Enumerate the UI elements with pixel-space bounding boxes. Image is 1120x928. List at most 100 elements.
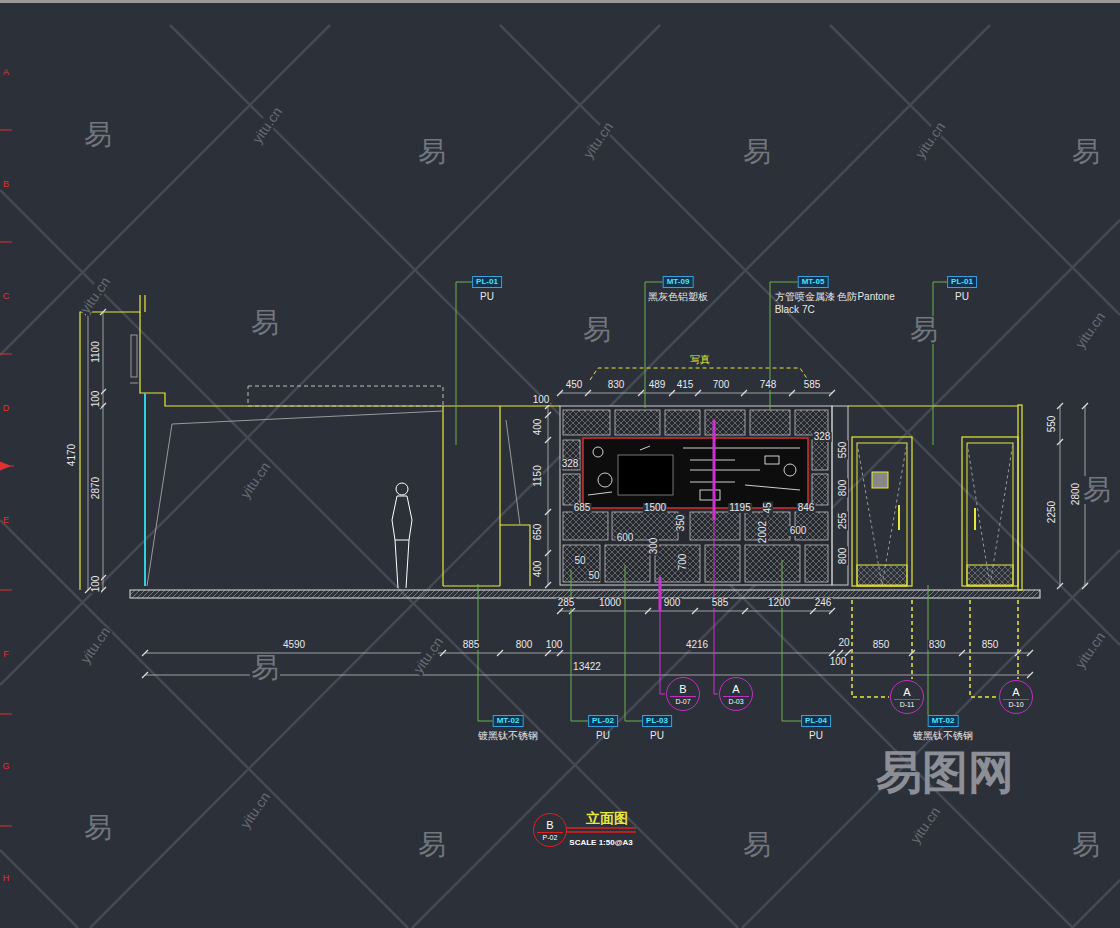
- feature-wall: [705, 410, 745, 435]
- watermark: 易: [83, 121, 113, 149]
- dimension: 600: [789, 526, 808, 536]
- detail-callout: BD-07: [666, 677, 700, 711]
- material-tag: MT-02镀黑钛不锈钢: [928, 715, 959, 727]
- walls: [140, 312, 560, 406]
- leader-lines: [571, 570, 588, 721]
- tag-code: PL-02: [592, 716, 614, 726]
- watermark: 易: [1082, 476, 1112, 504]
- leader-lines: [456, 282, 472, 445]
- dimension: 50: [587, 571, 600, 581]
- material-description: PU: [650, 729, 664, 742]
- feature-wall: [655, 545, 700, 582]
- dimension: 50: [573, 556, 586, 566]
- feature-wall: [560, 406, 848, 585]
- dimension: 846: [797, 503, 816, 513]
- material-description: PU: [955, 290, 969, 303]
- callout-letter: B: [546, 819, 553, 831]
- doors: [974, 508, 976, 530]
- material-tag: MT-02镀黑钛不锈钢: [493, 715, 524, 727]
- leader-lines: [782, 560, 801, 721]
- detail-callout: AD-10: [999, 680, 1033, 714]
- grid-ticks: [0, 462, 10, 470]
- dimension: 830: [928, 640, 947, 650]
- dimension-lines: [88, 312, 1085, 675]
- watermark: 易: [1071, 831, 1101, 859]
- detail-callout: BP-02: [533, 813, 567, 847]
- person-figure: [392, 496, 412, 588]
- dimension: 585: [711, 598, 730, 608]
- watermark-lines: [0, 25, 1120, 928]
- feature-wall: [563, 410, 610, 435]
- dimension: 550: [1047, 415, 1057, 434]
- dimension: 700: [678, 553, 688, 572]
- feature-wall: [605, 545, 650, 582]
- watermark: 易: [582, 316, 612, 344]
- doors: [852, 437, 1018, 586]
- material-tag: PL-03PU: [642, 715, 672, 727]
- callout-divider: [1003, 699, 1029, 700]
- section-marks: [660, 420, 718, 694]
- watermark-lines: [0, 25, 1120, 928]
- leader-lines: [625, 565, 642, 721]
- dimension: 45: [763, 501, 773, 514]
- doors: [962, 437, 1018, 586]
- watermark: yitu.cn: [580, 119, 616, 162]
- doors: [857, 565, 907, 585]
- feature-wall: [563, 410, 828, 582]
- tag-code: PL-01: [951, 277, 973, 287]
- watermark: yitu.cn: [1072, 629, 1108, 672]
- dimension: 1000: [598, 598, 622, 608]
- image-frame: [590, 368, 808, 380]
- dimension: 4170: [67, 443, 77, 467]
- grid-label: B: [3, 180, 9, 189]
- material-description: 镀黑钛不锈钢: [478, 729, 538, 742]
- material-tag: PL-01PU: [947, 276, 977, 288]
- dimension: 489: [648, 380, 667, 390]
- image-note: 写真: [689, 355, 711, 365]
- tag-code: PL-01: [476, 277, 498, 287]
- watermark: yitu.cn: [77, 274, 113, 317]
- watermark: yitu.cn: [410, 634, 446, 677]
- dimension: 600: [616, 533, 635, 543]
- dimension: 550: [838, 441, 848, 460]
- dimension: 2800: [1071, 482, 1081, 506]
- dimension: 450: [565, 380, 584, 390]
- leader-lines: [928, 585, 929, 715]
- dimension: 830: [607, 380, 626, 390]
- callout-divider: [723, 696, 749, 697]
- feature-wall: [560, 406, 832, 585]
- watermark: 易: [742, 831, 772, 859]
- grid-label: G: [2, 762, 9, 771]
- callout-sheet: D-03: [728, 698, 743, 706]
- grid-label: A: [3, 68, 9, 77]
- dimension-lines: [560, 393, 832, 394]
- dimension: 415: [676, 380, 695, 390]
- dimension: 400: [533, 560, 543, 579]
- material-description: PU: [480, 290, 494, 303]
- feature-wall: [832, 406, 848, 585]
- material-tag: PL-01PU: [472, 276, 502, 288]
- dimension-lines: [548, 406, 549, 585]
- dimension: 4216: [685, 640, 709, 650]
- feature-wall: [750, 410, 790, 435]
- door-callout-lines: [852, 600, 1018, 697]
- watermark: 易: [1071, 138, 1101, 166]
- callout-divider: [894, 699, 920, 700]
- top-bar: [0, 0, 1120, 3]
- feature-wall: [583, 438, 808, 508]
- feature-wall: [593, 447, 603, 457]
- feature-wall: [745, 545, 800, 582]
- material-tag: PL-04PU: [801, 715, 831, 727]
- doors: [857, 443, 907, 585]
- doors: [967, 443, 1013, 585]
- grid-label: D: [3, 404, 10, 413]
- tag-code: MT-09: [667, 277, 690, 287]
- window: [131, 335, 137, 377]
- callout-sheet: D-07: [675, 698, 690, 706]
- material-description: 方管喷金属漆 色防Pantone Black 7C: [775, 290, 907, 316]
- doors: [898, 505, 900, 530]
- dimension: 13422: [572, 662, 602, 672]
- detail-callout: AD-11: [890, 680, 924, 714]
